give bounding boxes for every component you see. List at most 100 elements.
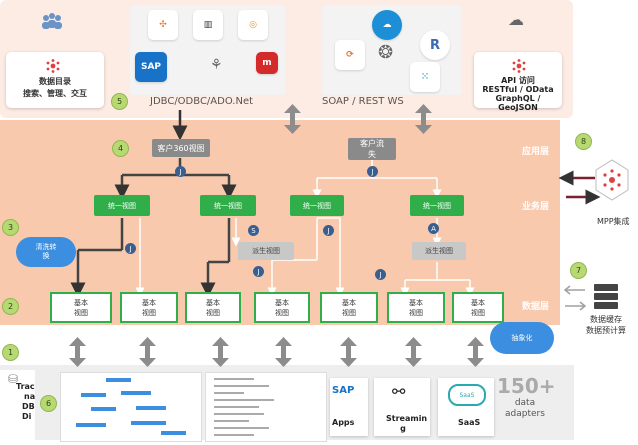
- ai-logo-icon: ❂: [378, 42, 394, 63]
- marker-2: 2: [2, 298, 19, 315]
- base-view-4[interactable]: 基本视图: [254, 292, 310, 323]
- api-icon: [512, 58, 526, 77]
- data-catalog-card[interactable]: [6, 52, 104, 108]
- derived-view-1[interactable]: 派生视图: [238, 242, 294, 260]
- api-graphql: GraphQL / GeoJSON: [495, 94, 541, 112]
- adapter-text: data adapters: [505, 398, 545, 420]
- base-view-3[interactable]: 基本视图: [185, 292, 241, 323]
- streaming-text: Streamin g: [386, 414, 428, 434]
- api-text: API 访问 RESTful / OData GraphQL / GeoJSON: [476, 76, 560, 112]
- base-view-label: 视图: [342, 308, 356, 317]
- alteryx-logo-icon[interactable]: ◎: [238, 10, 268, 40]
- marker-6: 6: [40, 395, 57, 412]
- saas-card[interactable]: [438, 378, 494, 436]
- join-icon: J: [375, 269, 386, 280]
- powerbi-logo-icon[interactable]: ▥: [193, 10, 223, 40]
- api-title: API 访问: [501, 76, 535, 85]
- join-icon: J: [323, 225, 334, 236]
- streaming-card[interactable]: [374, 378, 430, 436]
- bottom-double-arrows: [69, 337, 484, 367]
- server-icon: [594, 284, 618, 309]
- marker-3: 3: [2, 219, 19, 236]
- select-icon: S: [248, 225, 259, 236]
- marker-4: 4: [112, 140, 129, 157]
- join-icon: J: [175, 166, 186, 177]
- base-view-label: 基本: [342, 298, 356, 307]
- adapter-count: 150+: [497, 374, 556, 398]
- marker-7: 7: [570, 262, 587, 279]
- saas-cloud-icon: SaaS: [448, 384, 486, 406]
- marker-5: 5: [111, 93, 128, 110]
- base-view-label: 基本: [471, 298, 485, 307]
- churn-label-1: 客户流: [360, 139, 384, 148]
- adapter-label-2: adapters: [505, 409, 545, 419]
- cloud-icon: ☁: [508, 10, 524, 29]
- catalog-icon: [46, 58, 60, 77]
- base-view-5[interactable]: 基本视图: [320, 292, 378, 323]
- apps-card[interactable]: [330, 378, 368, 436]
- unified-view-2[interactable]: 统一视图: [200, 195, 256, 216]
- di-label: Di: [22, 412, 32, 421]
- base-view-label: 基本: [275, 298, 289, 307]
- data-layer-label: 数据层: [522, 302, 550, 312]
- base-view-6[interactable]: 基本视图: [387, 292, 445, 323]
- cache-label-2: 数据预计算: [586, 326, 626, 335]
- gray-double-arrows: [284, 104, 432, 134]
- mpp-label: MPP集成: [597, 217, 630, 226]
- base-view-label: 视图: [142, 308, 156, 317]
- customer-churn-view[interactable]: 客户流 失: [348, 138, 396, 160]
- churn-label-2: 失: [368, 150, 376, 159]
- base-view-label: 视图: [206, 308, 220, 317]
- sap-small-icon: SAP: [332, 385, 355, 396]
- base-view-label: 基本: [206, 298, 220, 307]
- unified-view-1[interactable]: 统一视图: [94, 195, 150, 216]
- mulesoft-logo-icon[interactable]: ⟳: [335, 40, 365, 70]
- base-view-2[interactable]: 基本视图: [120, 292, 178, 323]
- jdbc-label: JDBC/ODBC/ADO.Net: [150, 96, 254, 107]
- soap-label: SOAP / REST WS: [322, 96, 404, 107]
- streaming-label: g: [400, 424, 406, 433]
- mpp-arrows: [558, 170, 601, 205]
- unified-view-3[interactable]: 统一视图: [290, 195, 344, 216]
- join-icon: J: [125, 243, 136, 254]
- mpp-icon: [603, 169, 621, 191]
- base-view-label: 基本: [409, 298, 423, 307]
- r-logo-icon[interactable]: R: [420, 30, 450, 60]
- catalog-title: 数据目录: [39, 77, 71, 86]
- app-layer-label: 应用层: [522, 147, 550, 157]
- cleansing-label-2: 换: [42, 252, 50, 260]
- adapter-label-1: data: [514, 398, 536, 408]
- cache-arrows: [563, 285, 587, 311]
- derived-view-2[interactable]: 派生视图: [412, 242, 466, 260]
- aggregate-icon: A: [428, 223, 439, 234]
- db-label: DB: [22, 402, 35, 411]
- base-view-7[interactable]: 基本视图: [452, 292, 504, 323]
- trac-card[interactable]: [0, 370, 35, 440]
- streaming-label: Streamin: [386, 414, 428, 423]
- cleansing-cloud: 清洗转 换: [16, 237, 76, 267]
- marker-8: 8: [575, 133, 592, 150]
- lineage-screenshot: [60, 372, 202, 442]
- customer-360-view[interactable]: 客户360视图: [152, 139, 210, 157]
- base-view-label: 视图: [275, 308, 289, 317]
- na-label: na: [24, 392, 36, 401]
- tableau-logo-icon[interactable]: ✣: [148, 10, 178, 40]
- apps-label: Apps: [332, 418, 355, 427]
- microstrategy-logo-icon[interactable]: m: [256, 52, 278, 74]
- join-icon: J: [367, 166, 378, 177]
- sap-logo-icon[interactable]: SAP: [135, 52, 167, 82]
- unified-view-4[interactable]: 统一视图: [410, 195, 464, 216]
- database-icon: ⛁: [8, 372, 19, 386]
- streaming-icon: ⚯: [392, 382, 406, 401]
- data-logo-icon[interactable]: ⁙: [410, 62, 440, 92]
- join-icon: J: [253, 266, 264, 277]
- base-view-1[interactable]: 基本视图: [50, 292, 112, 323]
- base-view-label: 视图: [74, 308, 88, 317]
- base-view-label: 基本: [74, 298, 88, 307]
- business-layer-label: 业务层: [522, 202, 550, 212]
- catalog-subtitle: 搜索、管理、交互: [23, 89, 87, 98]
- api-rest: RESTful / OData: [482, 85, 554, 94]
- salesforce-logo-icon[interactable]: ☁: [372, 10, 402, 40]
- cache-label-1: 数据缓存: [590, 315, 622, 324]
- qlik-logo-icon: ⚘: [210, 57, 223, 73]
